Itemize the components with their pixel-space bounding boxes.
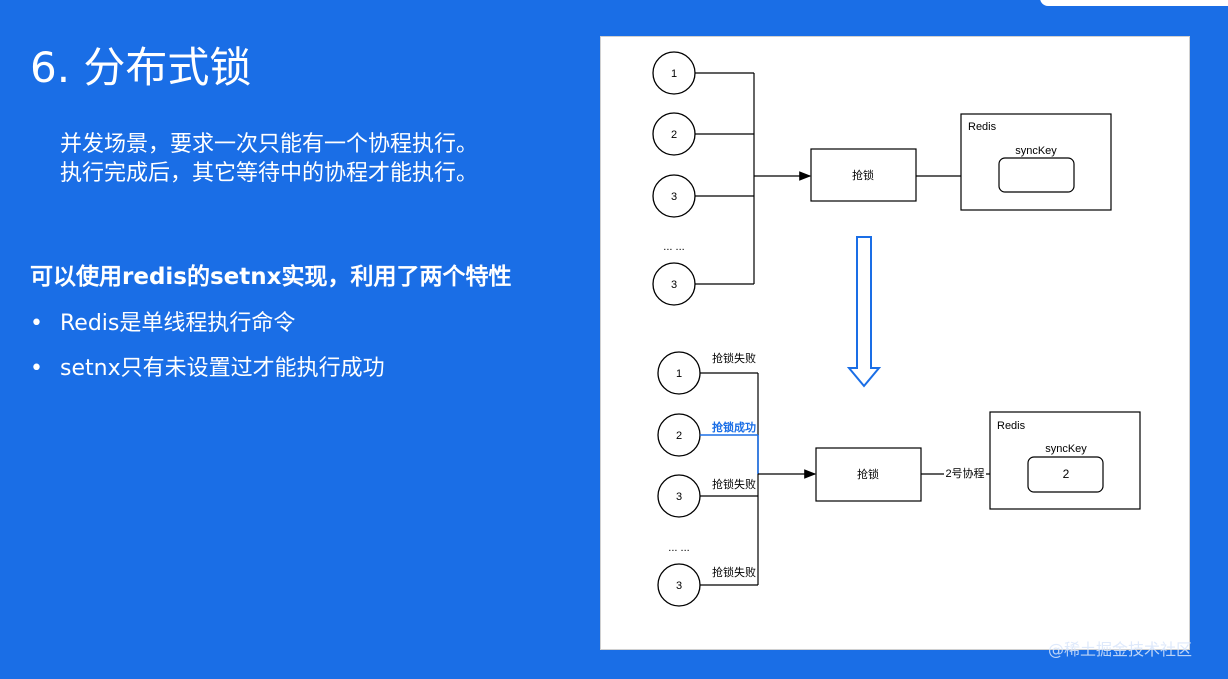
top-tab — [1040, 0, 1228, 6]
connector-lines — [695, 72, 755, 285]
coroutine-node-label: 1 — [676, 368, 682, 380]
bullet-list: • Redis是单线程执行命令 • setnx只有未设置过才能执行成功 — [30, 310, 385, 400]
redis-label: Redis — [968, 121, 997, 133]
bullet-item: • Redis是单线程执行命令 — [30, 310, 385, 355]
bullet-item: • setnx只有未设置过才能执行成功 — [30, 355, 385, 400]
lock-result-label: 抢锁失败 — [712, 565, 756, 579]
sync-key-value: 2 — [1063, 467, 1070, 481]
redis-label: Redis — [997, 420, 1026, 432]
sync-key-label: syncKey — [1015, 145, 1057, 157]
slide-title: 6. 分布式锁 — [30, 43, 252, 92]
bullet-text: Redis是单线程执行命令 — [60, 311, 296, 336]
lock-result-label: 抢锁失败 — [712, 351, 756, 365]
watermark: @稀土掘金技术社区 — [1048, 640, 1193, 659]
coroutine-node-label: 3 — [671, 279, 677, 291]
arrow-label: 2号协程 — [945, 466, 984, 480]
lock-success-label: 抢锁成功 — [712, 420, 756, 434]
intro-line: 并发场景，要求一次只能有一个协程执行。 — [60, 132, 479, 157]
lock-box-label: 抢锁 — [852, 168, 874, 182]
intro-text: 并发场景，要求一次只能有一个协程执行。 执行完成后，其它等待中的协程才能执行。 — [60, 130, 478, 188]
coroutine-node-label: 2 — [671, 129, 677, 141]
after-section: 1 抢锁失败 2 抢锁成功 3 抢锁失败 ... ... 3 抢锁失败 抢锁 — [657, 351, 1141, 607]
sync-key-slot — [1027, 456, 1104, 493]
arrow-label-bg — [944, 465, 986, 481]
sync-key-slot — [998, 157, 1075, 193]
before-section: 1 2 3 ... ... 3 抢锁 Redis syncKey — [652, 51, 1112, 306]
bullet-text: setnx只有未设置过才能执行成功 — [60, 356, 385, 381]
sync-key-label: syncKey — [1045, 443, 1087, 455]
lock-diagram-svg: 1 2 3 ... ... 3 抢锁 Redis syncKey — [652, 51, 1141, 607]
lock-diagram: 1 2 3 ... ... 3 抢锁 Redis syncKey — [600, 36, 1190, 650]
coroutine-node-label: 1 — [671, 68, 677, 80]
ellipsis-label: ... ... — [668, 542, 689, 554]
ellipsis-label: ... ... — [663, 241, 684, 253]
lock-box — [810, 148, 917, 202]
subheading: 可以使用redis的setnx实现，利用了两个特性 — [30, 264, 512, 290]
coroutine-node-label: 3 — [671, 191, 677, 203]
bullet-dot-icon: • — [30, 311, 43, 336]
coroutine-node-label: 3 — [676, 491, 682, 503]
intro-line: 执行完成后，其它等待中的协程才能执行。 — [60, 161, 479, 186]
lock-box-label: 抢锁 — [857, 467, 879, 481]
coroutine-node-label: 3 — [676, 580, 682, 592]
connector-lines — [700, 372, 759, 586]
transition-arrow-icon — [846, 236, 882, 388]
lock-result-label: 抢锁失败 — [712, 477, 756, 491]
coroutine-node-label: 2 — [676, 430, 682, 442]
bullet-dot-icon: • — [30, 356, 43, 381]
lock-box — [815, 447, 922, 502]
